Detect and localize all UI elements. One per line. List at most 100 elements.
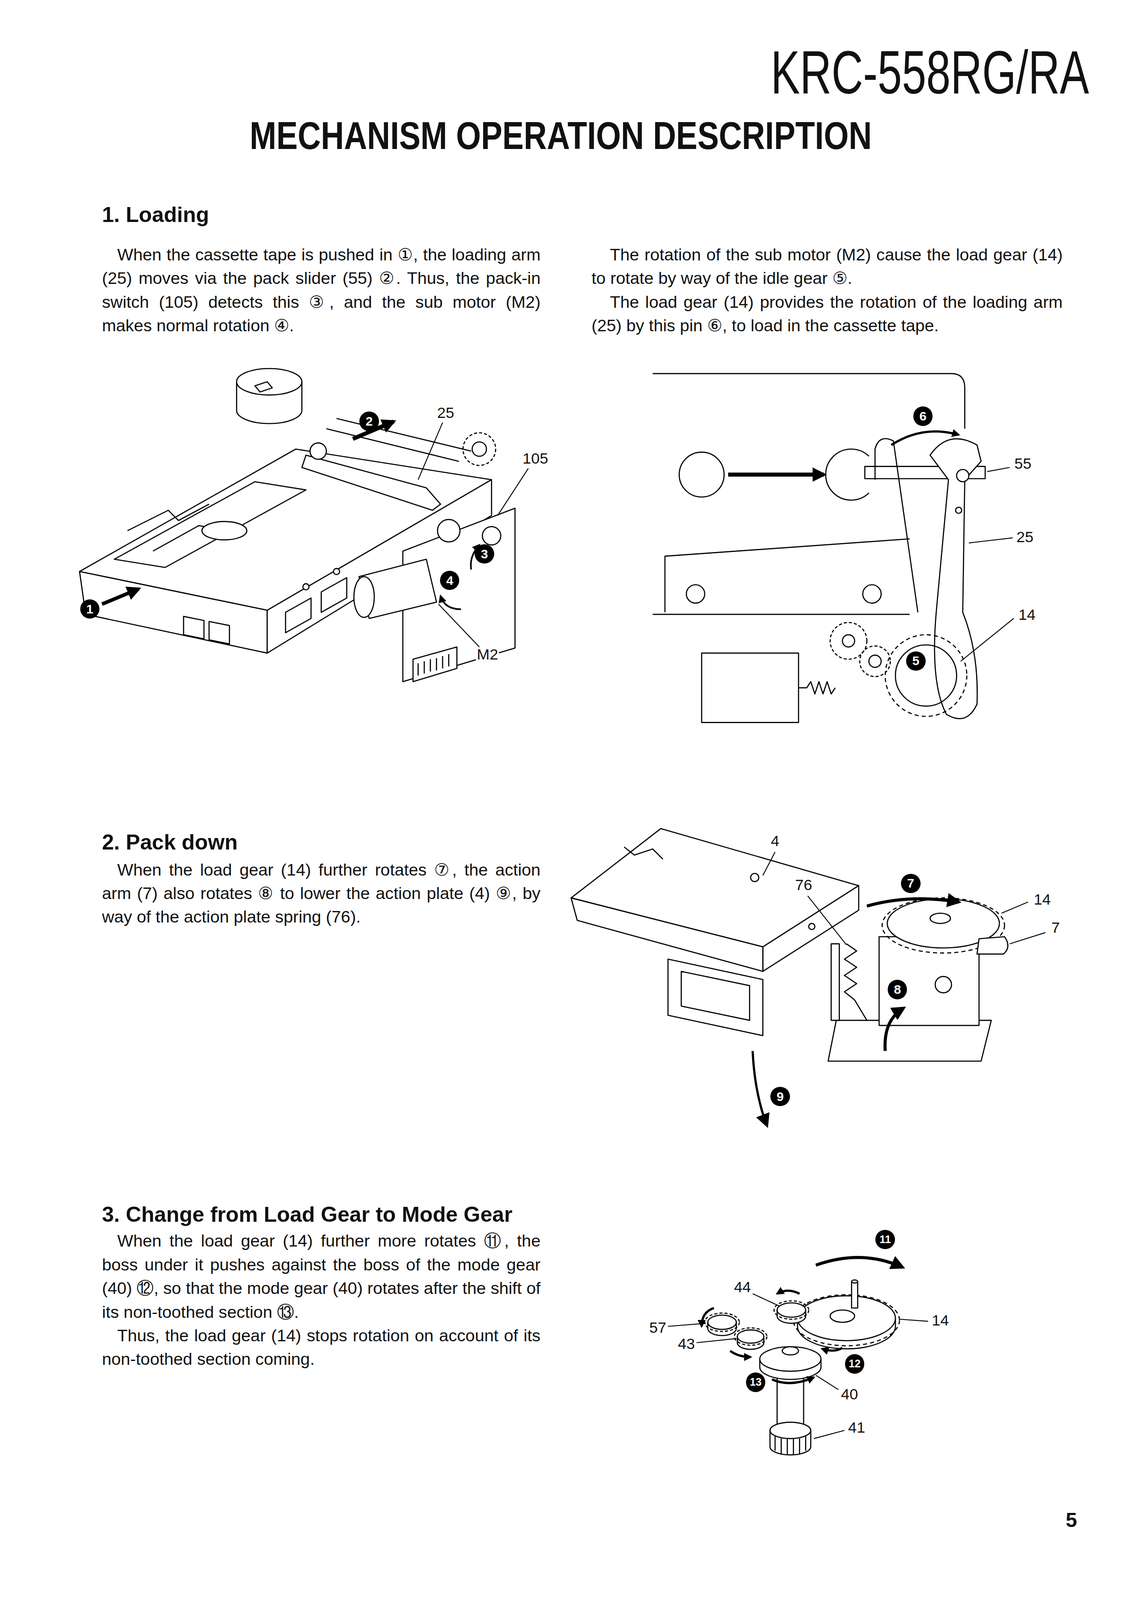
- body-text: When the load gear (14) further rotates …: [102, 857, 541, 929]
- gear-change-illustration-part: [734, 1327, 767, 1346]
- gear-change-illustration-part: [782, 1346, 799, 1355]
- body-text: The load gear (14) provides the rotation…: [591, 290, 1063, 338]
- gear-change-illustration-part: [696, 1338, 737, 1343]
- section-heading: 1. Loading: [102, 201, 210, 228]
- gear-change-illustration-part: [851, 1279, 858, 1283]
- gear-change-illustration-part: [707, 1314, 737, 1330]
- pack-down-illustration-part: [827, 1020, 992, 1062]
- gear-change-illustration-part: [752, 1293, 779, 1306]
- deck-illustration: [79, 368, 528, 682]
- pack-down-illustration-part: [667, 959, 763, 1036]
- loading-schematic-part: [830, 622, 867, 659]
- gear-change-illustration-part: [769, 1422, 811, 1439]
- part-number: 105: [521, 451, 550, 467]
- pack-down-illustration-part: [854, 999, 867, 1021]
- deck-illustration-part: [438, 603, 480, 647]
- deck-illustration-part: [209, 621, 230, 645]
- gear-change-illustration-part: [851, 1281, 858, 1308]
- part-number: 14: [1032, 891, 1052, 908]
- loading-schematic-part: [885, 634, 967, 717]
- deck-illustration-part: [418, 653, 449, 676]
- pack-down-illustration-part: [929, 912, 951, 924]
- loading-schematic-part: [874, 438, 918, 613]
- deck-illustration-part: [463, 432, 496, 466]
- gear-change-illustration-part: [797, 1295, 896, 1341]
- loading-schematic-part: [842, 634, 855, 648]
- deck-illustration-part: [102, 588, 139, 604]
- loading-schematic-part: [701, 652, 799, 723]
- loading-schematic-part: [968, 537, 1013, 543]
- gear-change-illustration-part: [830, 1309, 855, 1323]
- part-number: 14: [930, 1313, 950, 1329]
- loading-schematic-part: [891, 431, 959, 446]
- pack-down-illustration-part: [976, 936, 1008, 954]
- deck-illustration-part: [440, 595, 461, 610]
- part-number: 44: [733, 1279, 753, 1295]
- loading-schematic-part: [955, 507, 962, 514]
- pack-down-illustration-part: [762, 851, 776, 876]
- gear-change-illustration-part: [774, 1300, 809, 1319]
- page-title: MECHANISM OPERATION DESCRIPTION: [249, 114, 872, 158]
- gear-change-illustration-part: [737, 1329, 764, 1343]
- gear-change-illustration-part: [759, 1346, 821, 1371]
- part-number: 41: [847, 1419, 866, 1436]
- loading-schematic-part: [895, 644, 957, 706]
- deck-illustration-part: [79, 571, 268, 653]
- callout-number: 5: [906, 651, 926, 671]
- callout-number: 7: [900, 873, 921, 893]
- loading-schematic-part: [679, 451, 724, 497]
- gear-change-illustration-part: [730, 1350, 751, 1357]
- loading-schematic-part: [929, 438, 981, 719]
- pack-down-illustration-part: [681, 970, 750, 1021]
- gear-change-illustration-part: [899, 1318, 929, 1321]
- callout-number: 1: [80, 599, 100, 619]
- page-number: 5: [1065, 1507, 1078, 1532]
- gear-change-illustration-part: [816, 1257, 903, 1268]
- callout-number: 6: [913, 406, 933, 426]
- body-text: Thus, the load gear (14) stops rotation …: [102, 1323, 541, 1371]
- gear-change-illustration-part: [777, 1302, 806, 1317]
- pack-down-illustration-part: [1009, 932, 1046, 944]
- loading-schematic-part: [868, 655, 882, 668]
- deck-illustration-part: [482, 526, 501, 546]
- loading-schematic-part: [798, 681, 836, 694]
- loading-schematic-part: [652, 613, 910, 616]
- pack-down-illustration-part: [571, 897, 763, 971]
- callout-number: 2: [359, 411, 379, 431]
- loading-schematic-part: [960, 618, 1014, 662]
- deck-illustration-part: [114, 481, 307, 568]
- loading-schematic: [652, 373, 1014, 723]
- deck-illustration-part: [418, 422, 443, 480]
- loading-schematic-part: [686, 584, 705, 604]
- loading-schematic-part: [652, 373, 965, 429]
- gear-change-illustration-part: [704, 1312, 740, 1332]
- pack-down-illustration-part: [807, 895, 847, 945]
- callout-number: 9: [770, 1086, 790, 1106]
- loading-schematic-part: [862, 584, 882, 604]
- deck-illustration-part: [303, 583, 309, 590]
- callout-number: 11: [875, 1229, 895, 1249]
- deck-illustration-part: [254, 381, 273, 392]
- gear-change-illustration-part: [777, 1290, 800, 1294]
- part-number: 4: [769, 833, 781, 849]
- pack-down-illustration: [571, 828, 1046, 1126]
- section-heading: 2. Pack down: [102, 829, 238, 855]
- body-text: When the cassette tape is pushed in ①, t…: [102, 242, 541, 338]
- part-number: 40: [840, 1386, 860, 1403]
- part-number: M2: [475, 647, 499, 663]
- gear-change-illustration-part: [822, 1347, 843, 1351]
- model-number: KRC-558RG/RA: [770, 38, 1090, 107]
- loading-schematic-part: [664, 538, 910, 613]
- pack-down-illustration-part: [762, 885, 859, 972]
- deck-illustration-part: [285, 597, 312, 633]
- deck-illustration-part: [353, 576, 375, 618]
- loading-schematic-part: [825, 448, 869, 500]
- gear-change-illustration-part: [813, 1430, 845, 1439]
- deck-illustration-part: [183, 616, 205, 639]
- loading-schematic-part: [859, 645, 891, 677]
- callout-number: 12: [845, 1353, 865, 1373]
- deck-illustration-part: [437, 519, 461, 543]
- part-number: 7: [1050, 920, 1061, 936]
- pack-down-illustration-part: [885, 1007, 904, 1051]
